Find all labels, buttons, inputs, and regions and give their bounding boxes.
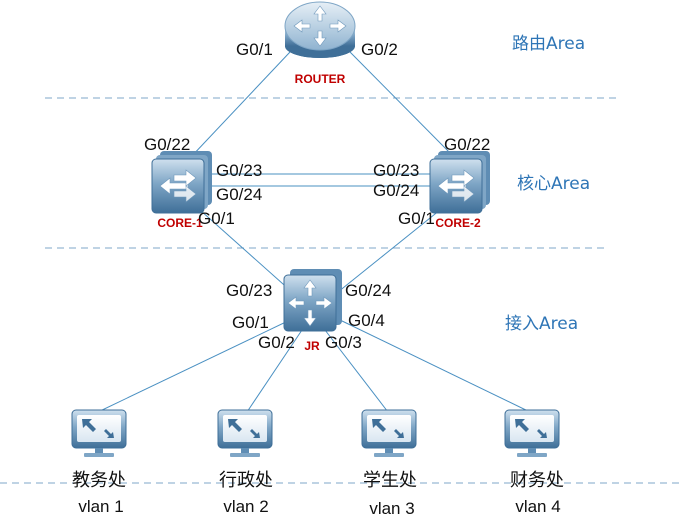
router-label: ROUTER xyxy=(295,72,346,86)
pc-vlan-4: vlan 4 xyxy=(515,497,560,516)
pc-name-3: 学生处 xyxy=(363,470,417,491)
link-router-core2 xyxy=(349,51,456,159)
port-jr-g02: G0/2 xyxy=(258,333,295,352)
link-router-core1 xyxy=(189,51,291,159)
pc-monitor-icon-3[interactable] xyxy=(361,409,417,457)
link-core1-jr xyxy=(199,209,293,293)
port-jr-g023: G0/23 xyxy=(226,281,272,300)
link-jr-pc2 xyxy=(246,329,303,413)
area-label-access: 接入Area xyxy=(505,314,578,334)
area-label-routing: 路由Area xyxy=(512,34,585,54)
core1-switch-icon[interactable] xyxy=(151,151,212,214)
port-jr-g03: G0/3 xyxy=(325,333,362,352)
core2-switch-icon[interactable] xyxy=(429,151,490,214)
port-core2-g022: G0/22 xyxy=(444,135,490,154)
port-jr-g01: G0/1 xyxy=(232,313,269,332)
port-core1-g022: G0/22 xyxy=(144,135,190,154)
link-core2-jr xyxy=(337,209,441,293)
port-core1-g023: G0/23 xyxy=(216,161,262,180)
port-core2-g01: G0/1 xyxy=(398,209,435,228)
port-jr-g04: G0/4 xyxy=(348,311,385,330)
link-jr-pc4 xyxy=(339,319,531,413)
port-core2-g023: G0/23 xyxy=(373,161,419,180)
link-jr-pc3 xyxy=(324,329,389,413)
pc-vlan-1: vlan 1 xyxy=(78,497,123,516)
pc-vlan-3: vlan 3 xyxy=(369,499,414,518)
pc-name-1: 教务处 xyxy=(72,470,126,491)
area-label-core: 核心Area xyxy=(517,174,590,194)
link-jr-pc1 xyxy=(97,319,291,413)
port-router-g02: G0/2 xyxy=(361,40,398,59)
access-switch-label: JR xyxy=(304,339,320,353)
pc-name-2: 行政处 xyxy=(219,470,273,491)
port-router-g01: G0/1 xyxy=(236,40,273,59)
pc-monitor-icon-2[interactable] xyxy=(217,409,273,457)
router-icon[interactable] xyxy=(284,1,356,58)
pc-monitor-icon-1[interactable] xyxy=(71,409,127,457)
pc-name-4: 财务处 xyxy=(510,470,564,491)
core1-label: CORE-1 xyxy=(157,216,203,230)
port-jr-g024: G0/24 xyxy=(345,281,391,300)
pc-vlan-2: vlan 2 xyxy=(223,497,268,516)
access-switch-icon[interactable] xyxy=(283,269,342,332)
port-core1-g01: G0/1 xyxy=(198,209,235,228)
port-core2-g024: G0/24 xyxy=(373,181,419,200)
pc-monitor-icon-4[interactable] xyxy=(504,409,560,457)
core2-label: CORE-2 xyxy=(435,216,481,230)
port-core1-g024: G0/24 xyxy=(216,185,262,204)
